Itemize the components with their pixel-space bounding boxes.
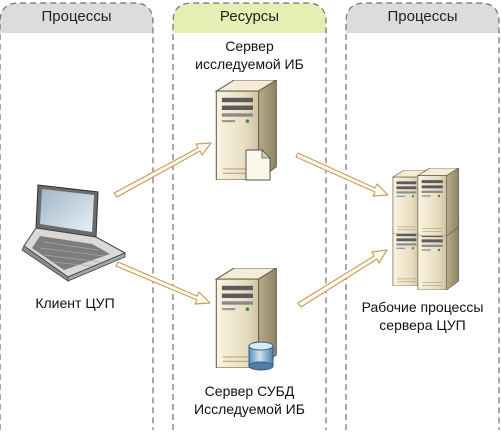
- db-server-label: Сервер СУБД Исследуемой ИБ: [173, 382, 326, 418]
- server-with-document-icon: [215, 80, 277, 181]
- worker-processes-label: Рабочие процессы сервера ЦУП: [346, 298, 499, 334]
- server-cluster-icon: [392, 168, 460, 290]
- db-server-label-line1: Сервер СУБД: [204, 383, 295, 399]
- lane-processes-right: [345, 2, 500, 430]
- lane-processes-left: [0, 2, 154, 430]
- lane-processes-left-header-bg: [0, 3, 153, 33]
- lane-header-processes-right: Процессы: [387, 8, 458, 25]
- lane-processes-right-border: [345, 2, 500, 430]
- lane-header-processes-left: Процессы: [41, 8, 112, 25]
- lane-processes-left-border: [0, 2, 154, 430]
- lane-resources: [172, 2, 327, 430]
- laptop-icon: [21, 184, 127, 282]
- worker-processes-label-line2: сервера ЦУП: [379, 317, 466, 333]
- arrow-app-server-to-workers: [295, 152, 389, 197]
- lane-header-resources: Ресурсы: [219, 8, 280, 25]
- client-label-text: Клиент ЦУП: [35, 295, 115, 311]
- app-server-label-line1: Сервер: [225, 38, 274, 54]
- lane-resources-border: [172, 2, 327, 430]
- arrow-db-server-to-workers: [297, 249, 388, 308]
- arrow-client-to-db-server: [115, 261, 211, 305]
- arrow-client-to-app-server: [113, 142, 212, 198]
- worker-processes-label-line1: Рабочие процессы: [361, 299, 484, 315]
- db-server-label-line2: Исследуемой ИБ: [194, 401, 305, 417]
- app-server-label-line2: исследуемой ИБ: [195, 56, 304, 72]
- lane-processes-right-header-bg: [346, 3, 499, 33]
- app-server-label: Сервер исследуемой ИБ: [173, 37, 326, 73]
- client-label: Клиент ЦУП: [5, 294, 145, 312]
- server-with-database-icon: [215, 268, 277, 371]
- lane-resources-header-bg: [173, 3, 326, 33]
